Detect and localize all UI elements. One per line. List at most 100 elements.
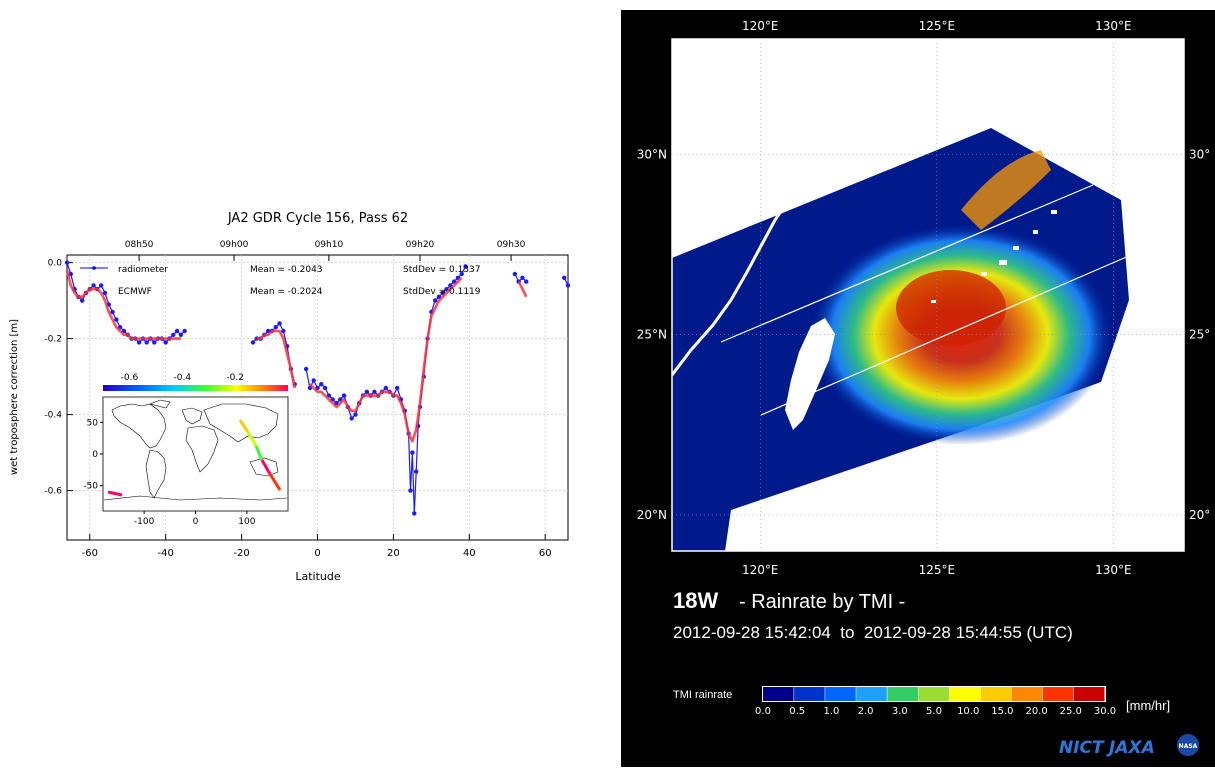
colorbar-tick-label: 0.0: [755, 706, 771, 717]
radiometer-point: [68, 271, 73, 277]
nasa-logo-disc: [1177, 734, 1199, 756]
radiometer-point: [163, 340, 168, 345]
series-layer: [64, 260, 571, 516]
radiometer-point: [171, 332, 176, 337]
radiometer-point: [64, 260, 70, 265]
inset-coastlines: [103, 399, 288, 501]
nict-logo: NICT: [1059, 738, 1105, 758]
agency-logos: NICT JAXA NASA: [1059, 734, 1199, 758]
radiometer-point: [319, 382, 324, 387]
lon-tick-label-top: 120°E: [742, 19, 779, 33]
radiometer-point: [413, 469, 419, 474]
radiometer-point: [281, 328, 286, 334]
map-frame: [671, 38, 1185, 552]
radiometer-point: [412, 511, 417, 516]
lon-tick-label-bottom: 120°E: [742, 563, 779, 577]
legend-label-ecmwf: ECMWF: [118, 287, 152, 297]
top-tick-label: 09h30: [497, 240, 526, 250]
colorbar-tick-label: 5.0: [926, 706, 942, 717]
inset-colorbar-tick-label: -0.4: [174, 373, 192, 383]
coastlines: [672, 39, 1184, 376]
colorbar-tick-label: 3.0: [892, 706, 908, 717]
storm-id: 18W: [673, 588, 718, 613]
colorbar-swatch: [949, 687, 981, 701]
top-tick-label: 08h50: [125, 240, 154, 250]
colorbar-swatch: [887, 687, 918, 701]
inset-colorbar-tick-label: -0.6: [121, 373, 139, 383]
radiometer-point: [459, 271, 464, 277]
radiometer-point: [383, 385, 389, 391]
legend: radiometer Mean = -0.2043 StdDev = 0.133…: [80, 265, 481, 297]
colorbar-swatch: [1011, 687, 1043, 701]
radiometer-point: [463, 264, 468, 269]
colorbar-tick-label: 25.0: [1060, 706, 1082, 717]
y-tick-label: 0.0: [48, 259, 63, 269]
series-line-ecmwf: [65, 269, 181, 340]
inset-x-tick-label: 0: [193, 517, 199, 527]
legend-mean-radiometer: Mean = -0.2043: [250, 265, 323, 275]
colorbar-swatch: [1073, 687, 1105, 701]
y-tick-label: -0.6: [44, 487, 62, 497]
radiometer-point: [178, 332, 184, 337]
top-tick-label: 09h00: [220, 240, 249, 250]
colorbar-swatch: [794, 687, 825, 701]
series-line-ecmwf: [256, 329, 296, 389]
radiometer-point: [408, 488, 413, 493]
radiometer-point: [136, 340, 142, 345]
x-axis-label: Latitude: [295, 570, 341, 583]
radiometer-point: [102, 290, 108, 296]
series-line-ecmwf: [308, 276, 463, 443]
swath-edge-lines: [720, 184, 1132, 416]
ground-track-segment: [238, 419, 250, 433]
jaxa-logo: JAXA: [1106, 738, 1155, 758]
radiometer-point: [395, 385, 400, 391]
lon-tick-label-bottom: 125°E: [919, 563, 956, 577]
ryukyu-islands: [931, 210, 1057, 303]
radiometer-point: [79, 298, 85, 303]
legend-label-radiometer: radiometer: [118, 265, 168, 275]
radiometer-point: [565, 283, 571, 288]
colorbar-swatch: [856, 687, 887, 701]
map-graticule: [672, 39, 1184, 551]
radiometer-point: [174, 328, 180, 334]
legend-marker-radiometer: [92, 266, 96, 270]
radiometer-point: [144, 340, 149, 345]
radiometer-point: [91, 283, 96, 288]
colorbar-swatch: [825, 687, 856, 701]
lon-tick-label-bottom: 130°E: [1095, 563, 1132, 577]
radiometer-point: [152, 340, 157, 345]
radiometer-point: [322, 385, 328, 391]
legend-std-radiometer: StdDev = 0.1337: [403, 265, 481, 275]
colorbar-label: TMI rainrate: [673, 689, 732, 701]
top-tick-label: 09h10: [315, 240, 344, 250]
y-tick-label: -0.2: [44, 335, 62, 345]
radiometer-point: [562, 275, 567, 280]
radiometer-point: [520, 275, 525, 280]
ground-track-segment: [268, 473, 282, 491]
series-line-radiometer: [252, 322, 296, 385]
y-axis-label: wet troposphere correction [m]: [9, 319, 20, 475]
taiwan-island: [785, 318, 835, 430]
colorbar-unit: [mm/hr]: [1126, 698, 1170, 713]
radiometer-point: [353, 412, 358, 417]
inset-x-tick-label: -100: [134, 517, 155, 527]
map-content: [672, 39, 1184, 551]
colorbar-swatch: [918, 687, 950, 701]
radiometer-point: [372, 389, 377, 394]
radiometer-point: [512, 271, 518, 277]
radiometer-point: [182, 328, 187, 334]
ground-track-segment: [254, 445, 264, 461]
rain-band-north: [961, 150, 1051, 230]
inset-colorbar-ticks: -0.6-0.4-0.2: [121, 373, 244, 383]
radiometer-point: [303, 366, 309, 372]
radiometer-point: [341, 393, 347, 398]
inset-y-tick-label: 0: [92, 450, 98, 460]
x-tick-label: -40: [158, 548, 174, 559]
colorbar-swatch: [1042, 687, 1074, 701]
lat-tick-label-left: 30°N: [637, 147, 667, 161]
lon-tick-label-top: 130°E: [1095, 19, 1132, 33]
